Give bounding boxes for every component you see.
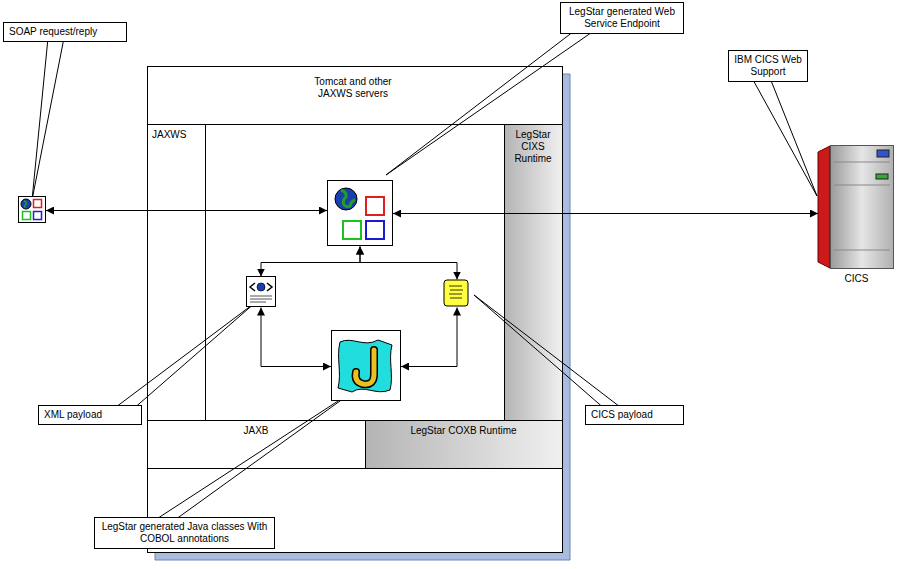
indicator bbox=[876, 174, 888, 179]
text-holder: CICS bbox=[818, 273, 895, 285]
square bbox=[23, 212, 31, 220]
square bbox=[366, 197, 384, 215]
callout-text: LegStar generated Web Service Endpoint bbox=[566, 6, 678, 30]
j-letter-outline bbox=[356, 350, 374, 384]
connector-arrow bbox=[261, 308, 331, 367]
leader-line bbox=[112, 302, 256, 410]
square bbox=[366, 221, 384, 239]
callout-text: XML payload bbox=[44, 409, 136, 421]
square bbox=[34, 212, 42, 220]
leader-line bbox=[752, 78, 817, 196]
square bbox=[343, 221, 361, 239]
xml-icon: XML payload bbox=[246, 276, 276, 307]
callout-box: IBM CICS Web Support bbox=[728, 50, 808, 82]
leader-line bbox=[32, 38, 64, 200]
icon-frame bbox=[332, 331, 401, 401]
connector-arrow bbox=[401, 308, 457, 367]
band-label: JAXB bbox=[147, 425, 365, 437]
globe bbox=[21, 199, 31, 209]
wave-shape bbox=[338, 340, 392, 392]
divider-line bbox=[147, 420, 562, 421]
xml-icon bbox=[247, 277, 276, 307]
leader-line bbox=[386, 28, 598, 175]
callout-text: LegStar generated Java classes With COBO… bbox=[100, 521, 269, 545]
cixs-band: LegStar CIXS Runtime bbox=[504, 124, 562, 420]
leader-line bbox=[474, 295, 624, 410]
mainframe-server bbox=[818, 146, 894, 269]
divider-line bbox=[147, 468, 562, 469]
client-icon: SOAP request/reply bbox=[18, 196, 46, 223]
j-letter bbox=[356, 350, 374, 384]
square bbox=[34, 200, 42, 208]
client-icon bbox=[19, 197, 46, 223]
indicator bbox=[877, 150, 889, 157]
globe bbox=[335, 188, 357, 210]
jaxws-band: JAXWS bbox=[147, 124, 205, 420]
text-holder: LegStar COXB Runtime bbox=[365, 425, 562, 437]
text-holder: LegStar CIXS Runtime bbox=[506, 129, 560, 165]
band-label: JAXWS bbox=[152, 129, 202, 141]
angle-brackets bbox=[250, 283, 272, 291]
globe bbox=[257, 283, 265, 291]
callout-text: CICS payload bbox=[591, 409, 678, 421]
text-lines bbox=[250, 296, 272, 302]
callout-box: XML payload bbox=[38, 405, 142, 425]
server-side bbox=[818, 146, 830, 268]
server-lines bbox=[834, 162, 890, 250]
callout-box: LegStar generated Java classes With COBO… bbox=[94, 517, 275, 549]
band-label: LegStar COXB Runtime bbox=[365, 425, 562, 437]
callout-text: SOAP request/reply bbox=[9, 26, 121, 38]
icon-frame bbox=[328, 181, 393, 246]
java-icon: LegStar generated Java classes With COBO… bbox=[331, 330, 401, 401]
icon-frame bbox=[247, 277, 276, 307]
frame-title: Tomcat and other JAXWS servers bbox=[300, 76, 406, 100]
java-icon bbox=[332, 331, 401, 401]
server-label: CICS bbox=[818, 273, 895, 285]
endpoint-icon bbox=[328, 181, 393, 246]
cics-payload-icon bbox=[444, 280, 468, 306]
callout-box: SOAP request/reply bbox=[3, 22, 127, 42]
jaxb-band: JAXB bbox=[147, 420, 365, 468]
server-body bbox=[831, 146, 894, 269]
cics-payload-icon: CICS payload bbox=[443, 279, 470, 307]
frame-dividers bbox=[147, 125, 563, 469]
server-frame: Tomcat and other JAXWS serversJAXWS LegSt… bbox=[147, 66, 562, 552]
globe-land bbox=[341, 190, 355, 207]
icon-frame bbox=[19, 197, 46, 223]
leader-lines bbox=[32, 28, 817, 522]
band-fill bbox=[505, 125, 563, 421]
mainframe-server: CICSIBM CICS Web Support bbox=[818, 145, 895, 270]
leader-line bbox=[152, 388, 358, 522]
text-holder: JAXB bbox=[147, 425, 365, 437]
band-fill bbox=[366, 421, 563, 469]
server-frame bbox=[148, 67, 563, 553]
connector-arrow bbox=[360, 247, 457, 280]
scroll bbox=[444, 280, 468, 306]
connector-arrow bbox=[261, 247, 360, 277]
connector-arrow bbox=[393, 213, 818, 214]
globe-land bbox=[24, 201, 26, 208]
text-holder: Tomcat and other JAXWS servers bbox=[300, 76, 406, 100]
text-holder: JAXWS bbox=[152, 129, 202, 141]
callout-text: IBM CICS Web Support bbox=[734, 54, 802, 78]
endpoint-icon: LegStar generated Web Service Endpoint bbox=[327, 180, 393, 246]
connector-arrow bbox=[46, 210, 327, 211]
coxb-band: LegStar COXB Runtime bbox=[365, 420, 562, 468]
callout-box: LegStar generated Web Service Endpoint bbox=[560, 2, 684, 34]
divider-line bbox=[205, 125, 206, 421]
scroll-lines bbox=[449, 286, 463, 298]
divider-line bbox=[562, 125, 563, 469]
divider-line bbox=[147, 124, 562, 125]
band-label: LegStar CIXS Runtime bbox=[506, 129, 560, 165]
divider-line bbox=[504, 125, 505, 421]
callout-box: CICS payload bbox=[585, 405, 684, 425]
divider-line bbox=[365, 421, 366, 469]
